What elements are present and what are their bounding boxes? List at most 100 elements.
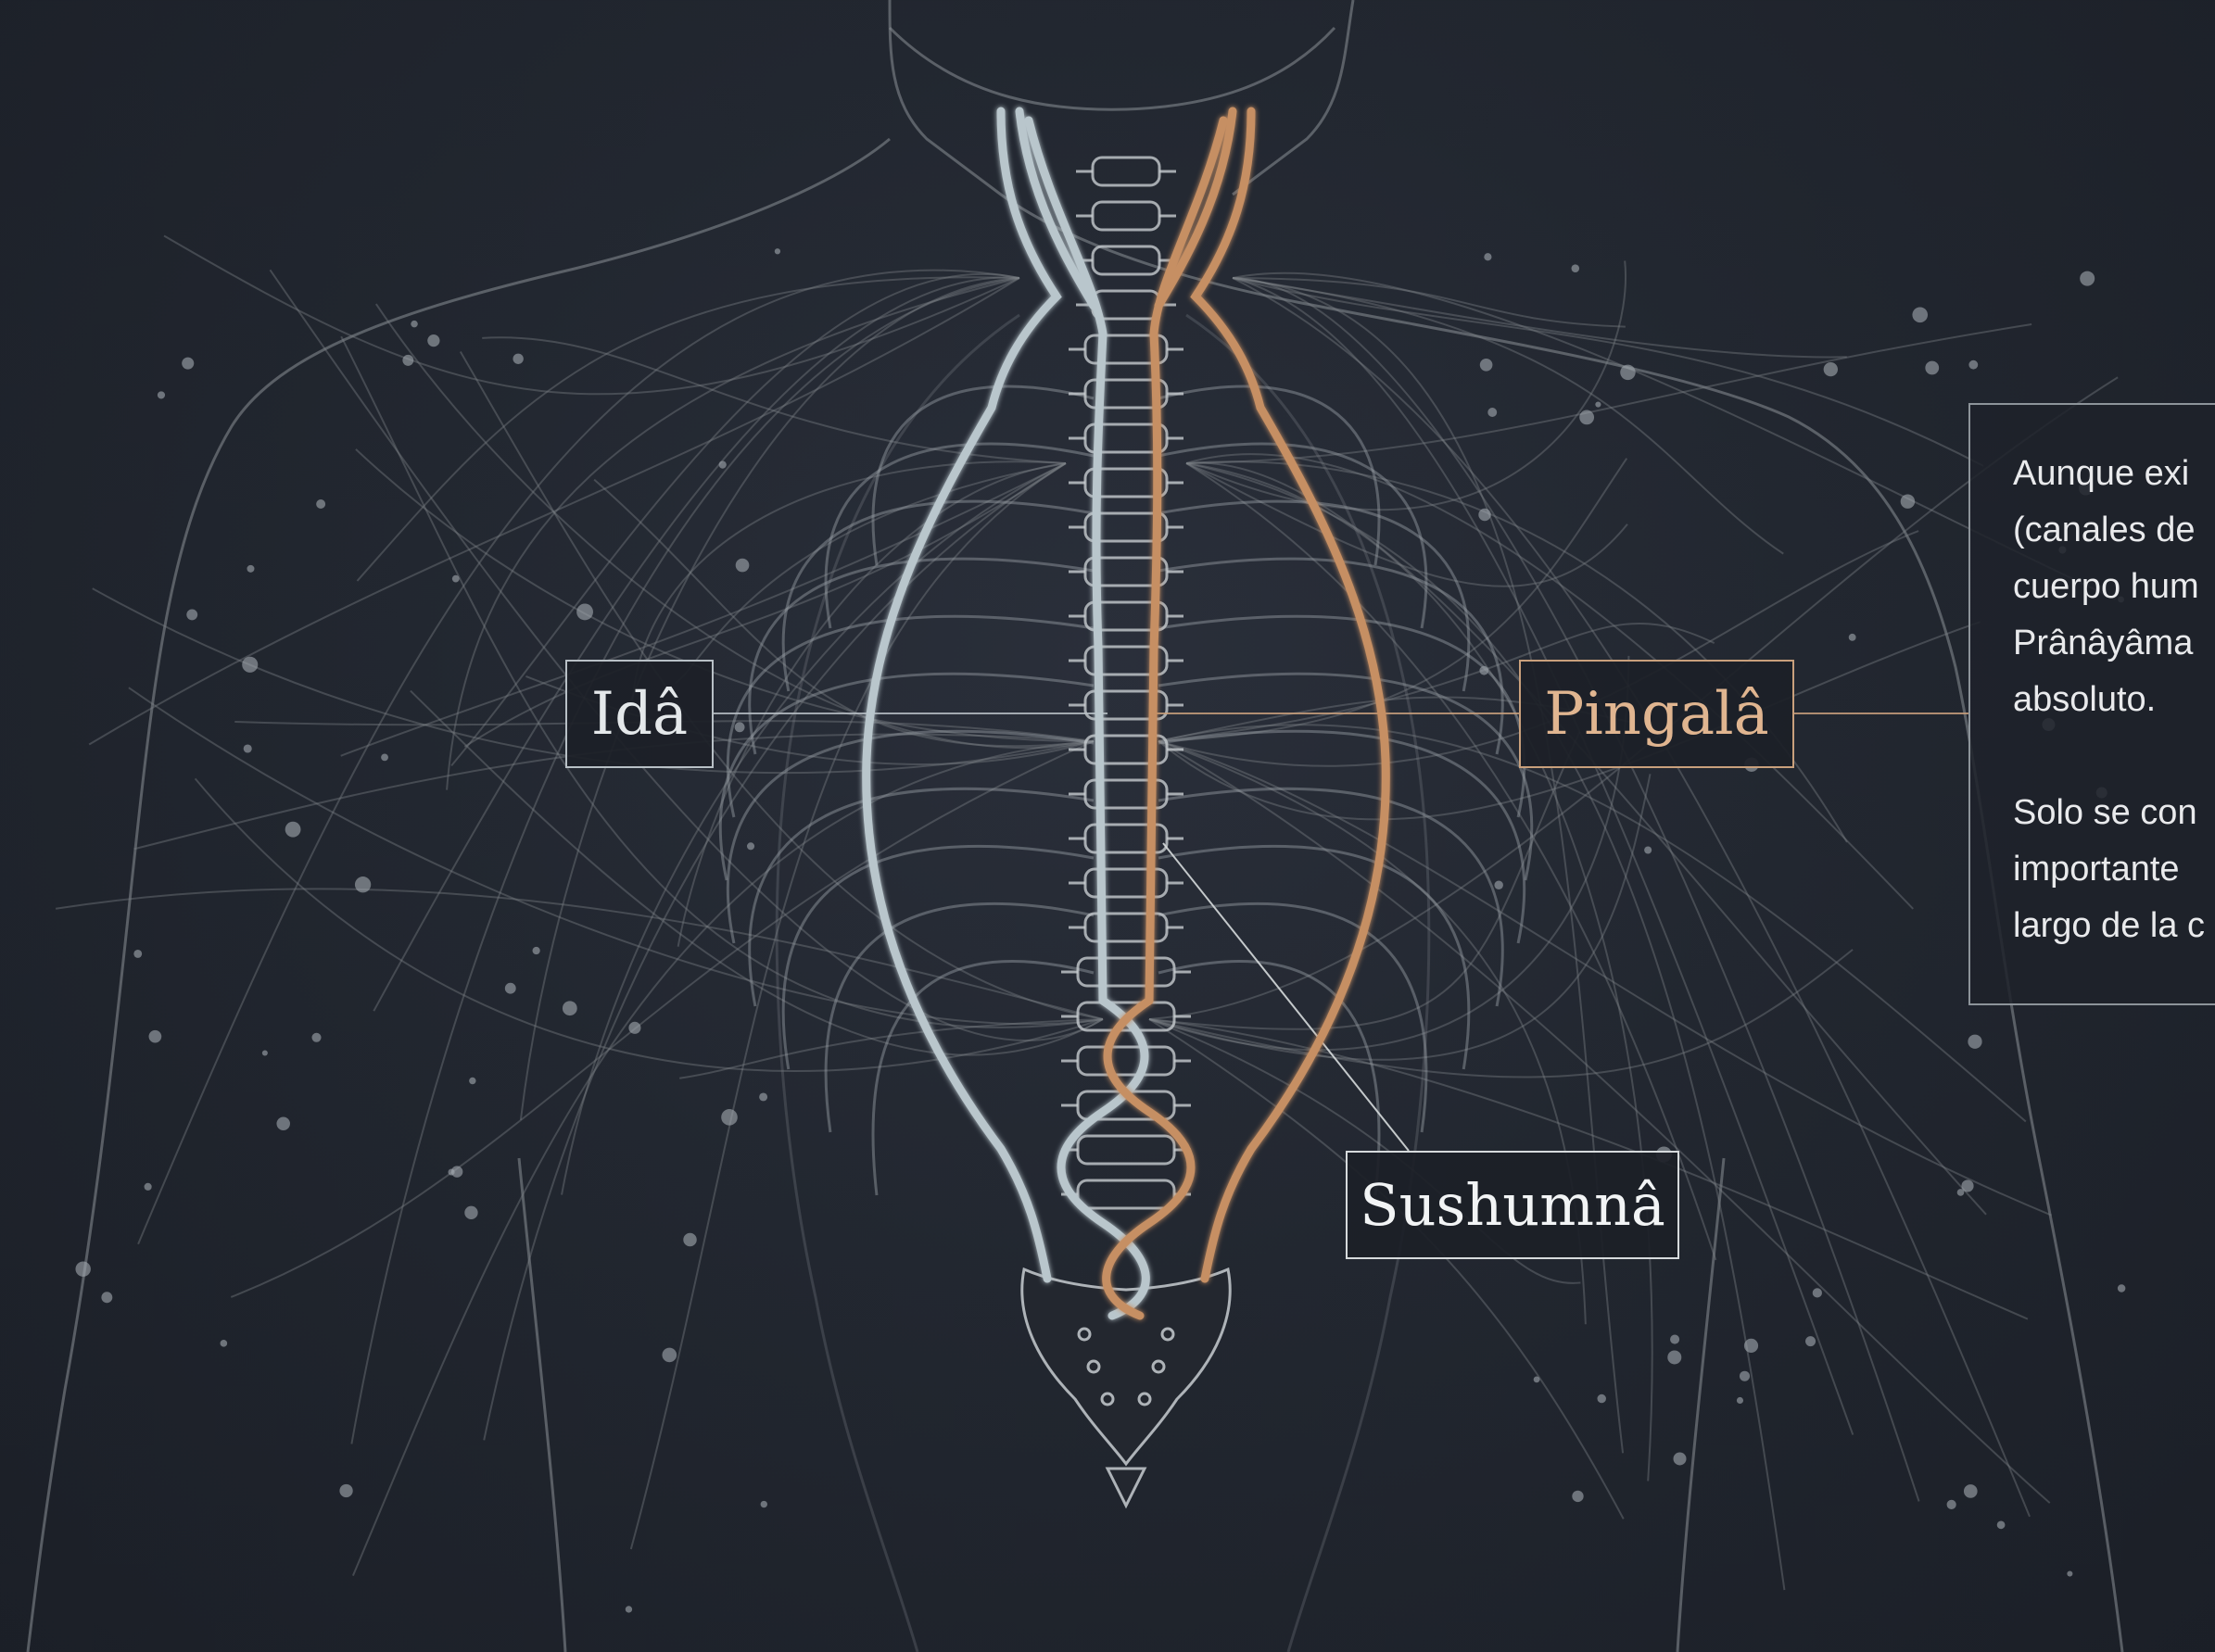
pingala-label-text: Pingalâ <box>1544 680 1769 749</box>
nerve-node <box>628 1022 640 1034</box>
nerve-line <box>1233 278 1983 466</box>
nerve-line <box>1233 278 2030 1517</box>
nerve-line <box>1158 725 2026 1121</box>
nerve-node <box>1805 1336 1816 1346</box>
nerve-node <box>1849 634 1856 641</box>
nerve-node <box>1487 408 1497 417</box>
nerve-node <box>736 559 750 573</box>
nerve-node <box>2067 1570 2072 1576</box>
nerve-node <box>221 1340 228 1347</box>
nerve-node <box>735 722 745 732</box>
nerve-node <box>1667 1350 1681 1364</box>
nerve-node <box>1480 359 1493 372</box>
nerve-node <box>719 460 727 468</box>
nerve-line <box>270 270 1103 1040</box>
nerve-node <box>626 1606 632 1612</box>
nerve-node <box>747 842 754 850</box>
nerve-line <box>484 463 1066 1440</box>
rib-right <box>1158 903 1426 1132</box>
nerve-node <box>262 1050 268 1055</box>
nerve-line <box>373 277 1019 1011</box>
nerve-node <box>355 876 371 892</box>
nerve-node <box>1595 401 1601 407</box>
nerve-node <box>1968 1035 1981 1049</box>
nerve-node <box>2118 1284 2126 1293</box>
info-line: cuerpo hum <box>2013 559 2215 615</box>
info-panel: Aunque exi (canales de cuerpo hum Prânây… <box>1968 403 2215 1005</box>
nerve-line <box>1186 324 2031 463</box>
nerve-line <box>1186 462 1986 1214</box>
nerve-node <box>1912 307 1928 322</box>
nerve-node <box>182 358 194 370</box>
nerve-node <box>761 1501 767 1507</box>
nerve-node <box>247 565 254 573</box>
nerve-line <box>1233 278 1847 357</box>
nerve-line <box>1149 1019 1624 1519</box>
nerve-line <box>631 463 1066 1549</box>
nerve-node <box>1579 410 1594 424</box>
nerve-node <box>411 321 417 327</box>
nerve-node <box>1824 362 1838 376</box>
nerve-node <box>186 609 197 620</box>
nerve-node <box>1572 1491 1583 1502</box>
nerve-node <box>505 983 516 994</box>
nerve-node <box>133 950 142 958</box>
nerve-node <box>427 334 439 347</box>
rib-left <box>783 501 1094 691</box>
nerve-node <box>158 391 165 398</box>
nerve-node <box>533 947 540 954</box>
rib-right <box>1158 386 1379 565</box>
nerve-node <box>242 657 258 673</box>
nerve-line <box>356 449 1094 741</box>
nerve-node <box>513 354 523 364</box>
nerve-node <box>2080 271 2095 286</box>
nerve-node <box>464 1206 477 1219</box>
nerve-line <box>1158 741 2050 1503</box>
nerve-node <box>285 822 301 838</box>
nerve-node <box>311 1033 321 1042</box>
sushumna-label-text: Sushumnâ <box>1360 1171 1665 1239</box>
nerve-node <box>469 1078 475 1084</box>
nerve-node <box>1670 1334 1679 1343</box>
nerve-node <box>402 355 413 366</box>
nerve-line <box>231 741 1094 1297</box>
info-paragraph-1: Aunque exi (canales de cuerpo hum Prânây… <box>2013 446 2215 728</box>
nerve-node <box>1484 253 1491 260</box>
nerve-node <box>662 1348 677 1363</box>
nerve-line <box>1233 278 1919 1501</box>
info-line: importante <box>2013 841 2215 898</box>
info-line: (canales de <box>2013 502 2215 559</box>
nerve-node <box>759 1092 767 1101</box>
nerve-node <box>101 1292 112 1303</box>
nerve-node <box>576 603 593 620</box>
nerve-node <box>1494 881 1503 890</box>
info-line: largo de la c <box>2013 898 2215 954</box>
nerve-node <box>1925 361 1939 375</box>
leader-lines <box>714 713 1968 1151</box>
nerve-node <box>1534 1376 1540 1382</box>
nerve-node <box>1813 1288 1822 1297</box>
nerve-node <box>683 1233 696 1246</box>
rib-left <box>826 903 1094 1132</box>
nerve-node <box>1744 1339 1758 1353</box>
info-line: Aunque exi <box>2013 446 2215 502</box>
nerve-node <box>1964 1484 1978 1498</box>
nerve-node <box>381 753 388 761</box>
nerve-node <box>316 499 325 509</box>
nerve-node <box>1968 360 1978 370</box>
nerve-node <box>1620 365 1635 380</box>
sushumna-label: Sushumnâ <box>1346 1151 1679 1259</box>
ida-label-text: Idâ <box>591 680 688 749</box>
nerve-node <box>1674 1452 1687 1465</box>
nerve-node <box>1597 1394 1606 1404</box>
info-line: Prânâyâma <box>2013 615 2215 672</box>
nerve-node <box>75 1261 90 1276</box>
nerve-line <box>1186 461 1847 842</box>
nerve-node <box>451 1166 463 1178</box>
nerve-line <box>1149 732 1580 1029</box>
nerve-node <box>1644 846 1652 853</box>
nerve-node <box>1737 1397 1743 1404</box>
nerve-node <box>149 1030 162 1043</box>
info-paragraph-2: Solo se con importante largo de la c <box>2013 785 2215 954</box>
